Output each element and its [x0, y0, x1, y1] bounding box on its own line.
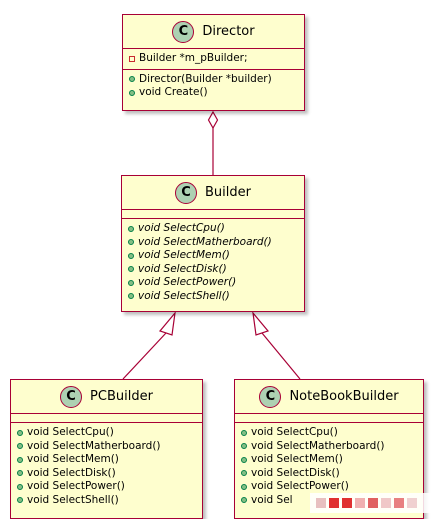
operation-label: void SelectDisk() — [251, 466, 340, 479]
class-header: C NoteBookBuilder — [235, 380, 423, 414]
public-visibility-icon — [241, 456, 247, 463]
public-visibility-icon — [241, 483, 247, 490]
class-badge-icon: C — [259, 385, 282, 408]
public-visibility-icon — [128, 252, 134, 259]
public-visibility-icon — [128, 293, 134, 300]
operation-label: void SelectPower() — [27, 480, 125, 492]
operation-label: void SelectShell() — [138, 289, 230, 302]
private-visibility-icon — [129, 55, 135, 62]
attributes-section — [11, 414, 202, 423]
operation-label: void SelectDisk() — [138, 262, 227, 275]
class-header: C PCBuilder — [11, 380, 202, 414]
operation-label: void SelectMem() — [27, 453, 119, 465]
pcbuilder-inheritance-arrow — [158, 311, 176, 336]
public-visibility-icon — [128, 279, 134, 286]
public-visibility-icon — [17, 497, 23, 504]
class-header: C Director — [123, 15, 304, 49]
operation-row: void SelectCpu() — [241, 426, 417, 440]
attributes-section — [122, 210, 304, 219]
operation-row: void SelectShell() — [128, 290, 298, 304]
operation-label: void SelectPower() — [251, 480, 349, 492]
watermark-logo — [310, 493, 431, 513]
operation-row: void Create() — [129, 86, 298, 100]
class-name: Builder — [205, 185, 251, 200]
class-builder: C Builder void SelectCpu() void SelectMa… — [121, 175, 305, 312]
public-visibility-icon — [17, 483, 23, 490]
operations-section: void SelectCpu() void SelectMatherboard(… — [235, 423, 423, 510]
public-visibility-icon — [241, 470, 247, 477]
operation-row: void SelectDisk() — [17, 467, 196, 481]
class-header: C Builder — [122, 176, 304, 210]
operation-row: void SelectPower() — [241, 480, 417, 494]
class-pcbuilder: C PCBuilder void SelectCpu() void Select… — [10, 379, 203, 519]
public-visibility-icon — [17, 470, 23, 477]
operation-row: void SelectPower() — [128, 276, 298, 290]
class-name: PCBuilder — [90, 389, 153, 404]
operation-row: void SelectMem() — [17, 453, 196, 467]
class-director: C Director Builder *m_pBuilder; Director… — [122, 14, 305, 111]
operation-label: void Sel — [251, 493, 293, 506]
operation-row: void SelectMatherboard() — [128, 236, 298, 250]
operation-row: void SelectMem() — [241, 453, 417, 467]
operation-label: void SelectMem() — [251, 453, 343, 465]
public-visibility-icon — [241, 497, 247, 504]
class-name: Director — [202, 24, 255, 39]
operation-label: void SelectMatherboard() — [251, 439, 385, 452]
operation-row: Director(Builder *builder) — [129, 73, 298, 87]
operation-row: void SelectMatherboard() — [241, 440, 417, 454]
public-visibility-icon — [17, 443, 23, 450]
aggregation-diamond — [207, 110, 219, 130]
class-name: NoteBookBuilder — [289, 389, 399, 404]
operation-label: void SelectCpu() — [27, 426, 114, 438]
operation-row: void SelectDisk() — [241, 467, 417, 481]
operation-row: void SelectCpu() — [17, 426, 196, 440]
notebook-inheritance-line — [261, 332, 301, 380]
operation-row: void Sel — [241, 494, 417, 508]
public-visibility-icon — [17, 429, 23, 436]
notebook-inheritance-arrow — [252, 311, 270, 336]
operation-label: Director(Builder *builder) — [139, 72, 272, 85]
operation-label: void SelectShell() — [27, 493, 119, 506]
attributes-section — [235, 414, 423, 423]
public-visibility-icon — [128, 225, 134, 232]
attributes-section: Builder *m_pBuilder; — [123, 49, 304, 70]
operation-label: void SelectCpu() — [138, 222, 225, 234]
operation-label: void SelectCpu() — [251, 426, 338, 438]
operations-section: Director(Builder *builder) void Create() — [123, 70, 304, 103]
operation-label: void Create() — [139, 86, 208, 98]
operation-label: void SelectMem() — [138, 249, 230, 261]
operation-row: void SelectCpu() — [128, 222, 298, 236]
pcbuilder-inheritance-line — [122, 332, 167, 380]
operation-row: void SelectMatherboard() — [17, 440, 196, 454]
public-visibility-icon — [128, 239, 134, 246]
public-visibility-icon — [128, 266, 134, 273]
operation-label: void SelectMatherboard() — [27, 439, 161, 452]
operation-row: void SelectPower() — [17, 480, 196, 494]
attribute-label: Builder *m_pBuilder; — [139, 52, 248, 64]
public-visibility-icon — [241, 429, 247, 436]
operation-row: void SelectMem() — [128, 249, 298, 263]
operations-section: void SelectCpu() void SelectMatherboard(… — [122, 219, 304, 306]
operation-row: void SelectShell() — [17, 494, 196, 508]
operation-label: void SelectPower() — [138, 276, 237, 288]
public-visibility-icon — [241, 443, 247, 450]
public-visibility-icon — [129, 76, 135, 83]
attribute-row: Builder *m_pBuilder; — [129, 52, 298, 66]
operations-section: void SelectCpu() void SelectMatherboard(… — [11, 423, 202, 510]
operation-row: void SelectDisk() — [128, 263, 298, 277]
class-badge-icon: C — [172, 20, 195, 43]
public-visibility-icon — [129, 89, 135, 96]
public-visibility-icon — [17, 456, 23, 463]
class-badge-icon: C — [60, 385, 83, 408]
operation-label: void SelectMatherboard() — [138, 235, 272, 248]
class-badge-icon: C — [175, 181, 197, 204]
operation-label: void SelectDisk() — [27, 466, 116, 479]
